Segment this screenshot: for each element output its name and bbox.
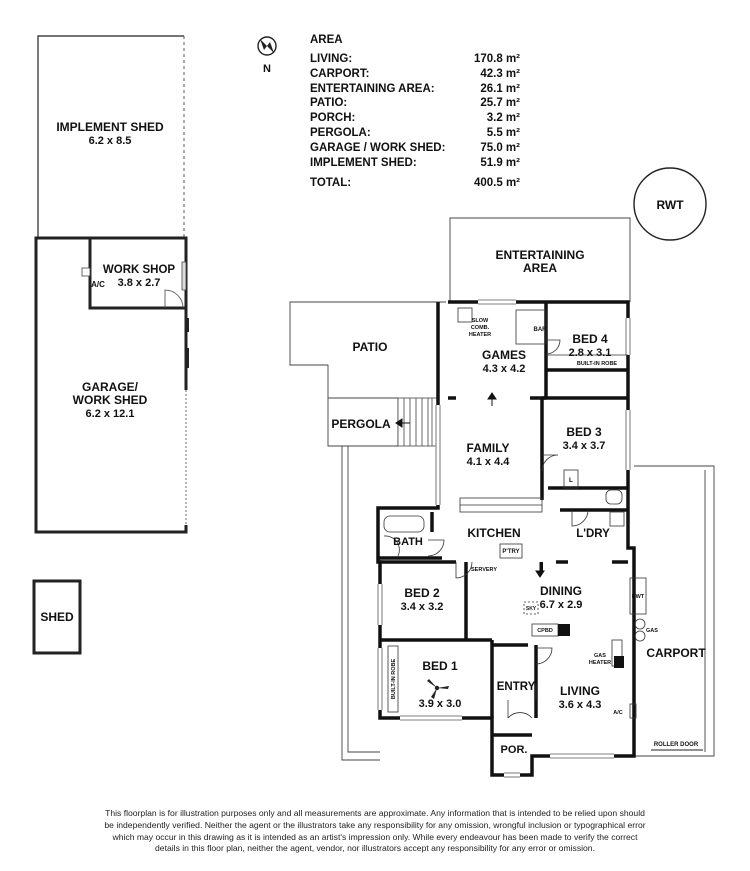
implement-shed [37, 35, 185, 238]
family-dims: 4.1 x 4.4 [467, 456, 511, 468]
shed-label: SHED [40, 610, 74, 624]
gas-heater-label-1: GAS [594, 653, 606, 659]
solid-fixtures [540, 562, 624, 668]
entry-label: ENTRY [497, 681, 536, 693]
work-shop-label: WORK SHOP [103, 264, 176, 276]
rwt-label: RWT [656, 198, 684, 212]
games-dims: 4.3 x 4.2 [483, 363, 526, 375]
area-row: IMPLEMENT SHED: 51.9 m² [310, 156, 520, 171]
garage-label-2: WORK SHED [73, 393, 148, 407]
direction-arrows [395, 392, 545, 578]
rwt-small-label: RWT [632, 594, 645, 600]
kitchen-label: KITCHEN [467, 526, 520, 540]
area-row-label: PERGOLA: [310, 126, 371, 139]
bar-label: BAR [534, 327, 548, 333]
area-row-label: GARAGE / WORK SHED: [310, 141, 446, 154]
bed3-label: BED 3 [566, 425, 602, 439]
area-row: PERGOLA: 5.5 m² [310, 126, 520, 141]
area-row-value: 3.2 m² [486, 112, 520, 125]
area-row: PORCH: 3.2 m² [310, 111, 520, 126]
ceiling-fan-icon [427, 679, 449, 699]
family-label: FAMILY [467, 441, 510, 455]
garage-dims: 6.2 x 12.1 [86, 408, 135, 420]
pergola-label: PERGOLA [331, 417, 391, 431]
area-rows: LIVING: 170.8 m² CARPORT: 42.3 m² ENTERTAINI… [310, 52, 520, 170]
bed3-dims: 3.4 x 3.7 [563, 440, 606, 452]
games-label: GAMES [482, 348, 526, 362]
living-label: LIVING [560, 684, 600, 698]
bed2-label: BED 2 [404, 586, 440, 600]
dining-dims: 6.7 x 2.9 [540, 599, 583, 611]
garage-label-1: GARAGE/ [82, 380, 139, 394]
area-total-row: TOTAL: 400.5 m² [310, 176, 520, 191]
gas-label: GAS [646, 628, 658, 634]
dining-label: DINING [540, 584, 582, 598]
area-row-label: CARPORT: [310, 67, 370, 80]
roller-door-label: ROLLER DOOR [654, 742, 699, 748]
area-row-label: PATIO: [310, 97, 348, 110]
outdoor-outlines [289, 217, 715, 761]
slow-comb-label-2: COMB. [471, 325, 490, 331]
bed4-label: BED 4 [572, 332, 608, 346]
porch-label: POR. [501, 744, 528, 756]
bath-label: BATH [393, 536, 423, 548]
rainwater-tank [633, 167, 707, 241]
deck-steps [397, 397, 439, 447]
compass-letter: N [263, 63, 271, 75]
area-row-label: LIVING: [310, 53, 353, 65]
built-in-robe-label-bed4: BUILT-IN ROBE [577, 361, 618, 367]
area-row-value: 25.7 m² [480, 97, 520, 110]
implement-shed-label: IMPLEMENT SHED [56, 120, 164, 134]
area-row-value: 5.5 m² [486, 126, 520, 139]
gas-heater-label-2: HEATER [589, 660, 611, 666]
ac-label-living: A/C [613, 710, 623, 716]
area-total-value: 400.5 m² [473, 177, 520, 190]
area-row-label: PORCH: [310, 112, 356, 125]
area-total-label: TOTAL: [310, 177, 352, 190]
window-frames [377, 299, 631, 778]
area-row: CARPORT: 42.3 m² [310, 67, 520, 82]
area-row-value: 170.8 m² [473, 53, 520, 65]
servery-label: SERVERY [471, 567, 497, 573]
slow-comb-label-3: HEATER [469, 332, 491, 338]
skylight-label: SKY [526, 606, 537, 612]
ldry-label: L'DRY [576, 528, 610, 540]
bed4-dims: 2.8 x 3.1 [569, 347, 612, 359]
work-shop-dims: 3.8 x 2.7 [118, 277, 161, 289]
area-title: AREA [310, 34, 343, 46]
interior-fixtures [383, 307, 647, 719]
entertaining-label-1: ENTERTAINING [495, 248, 584, 262]
area-row: PATIO: 25.7 m² [310, 96, 520, 111]
cupboard-label: CPBD [537, 628, 553, 634]
area-row: ENTERTAINING AREA: 26.1 m² [310, 82, 520, 97]
area-row-value: 51.9 m² [480, 156, 520, 169]
area-schedule: AREA LIVING: 170.8 m² CARPORT: 42.3 m² ENTER… [310, 34, 520, 191]
disclaimer: This floorplan is for illustration purpo… [104, 808, 646, 854]
area-row-label: IMPLEMENT SHED: [310, 156, 417, 169]
carport-label: CARPORT [646, 646, 706, 660]
bed2-dims: 3.4 x 3.2 [401, 601, 444, 613]
entertaining-label-2: AREA [523, 261, 557, 275]
slow-comb-label-1: SLOW [472, 318, 489, 324]
area-row: LIVING: 170.8 m² [310, 52, 520, 67]
shed [32, 579, 82, 655]
patio-label: PATIO [353, 340, 388, 354]
built-in-robe-label-bed1: BUILT-IN ROBE [391, 659, 397, 700]
compass-icon [257, 36, 277, 56]
ac-label-shed: A/C [91, 280, 105, 289]
bed1-dims: 3.9 x 3.0 [419, 698, 462, 710]
area-row: GARAGE / WORK SHED: 75.0 m² [310, 141, 520, 156]
pantry-label: P'TRY [502, 549, 519, 555]
area-row-label: ENTERTAINING AREA: [310, 82, 435, 95]
area-row-value: 42.3 m² [480, 67, 520, 80]
living-dims: 3.6 x 4.3 [559, 699, 602, 711]
linen-label: L [569, 477, 573, 484]
garage-work-shed [34, 236, 189, 534]
bed1-label: BED 1 [422, 659, 458, 673]
area-row-value: 75.0 m² [480, 141, 520, 154]
implement-shed-dims: 6.2 x 8.5 [89, 135, 132, 147]
area-row-value: 26.1 m² [480, 82, 520, 95]
